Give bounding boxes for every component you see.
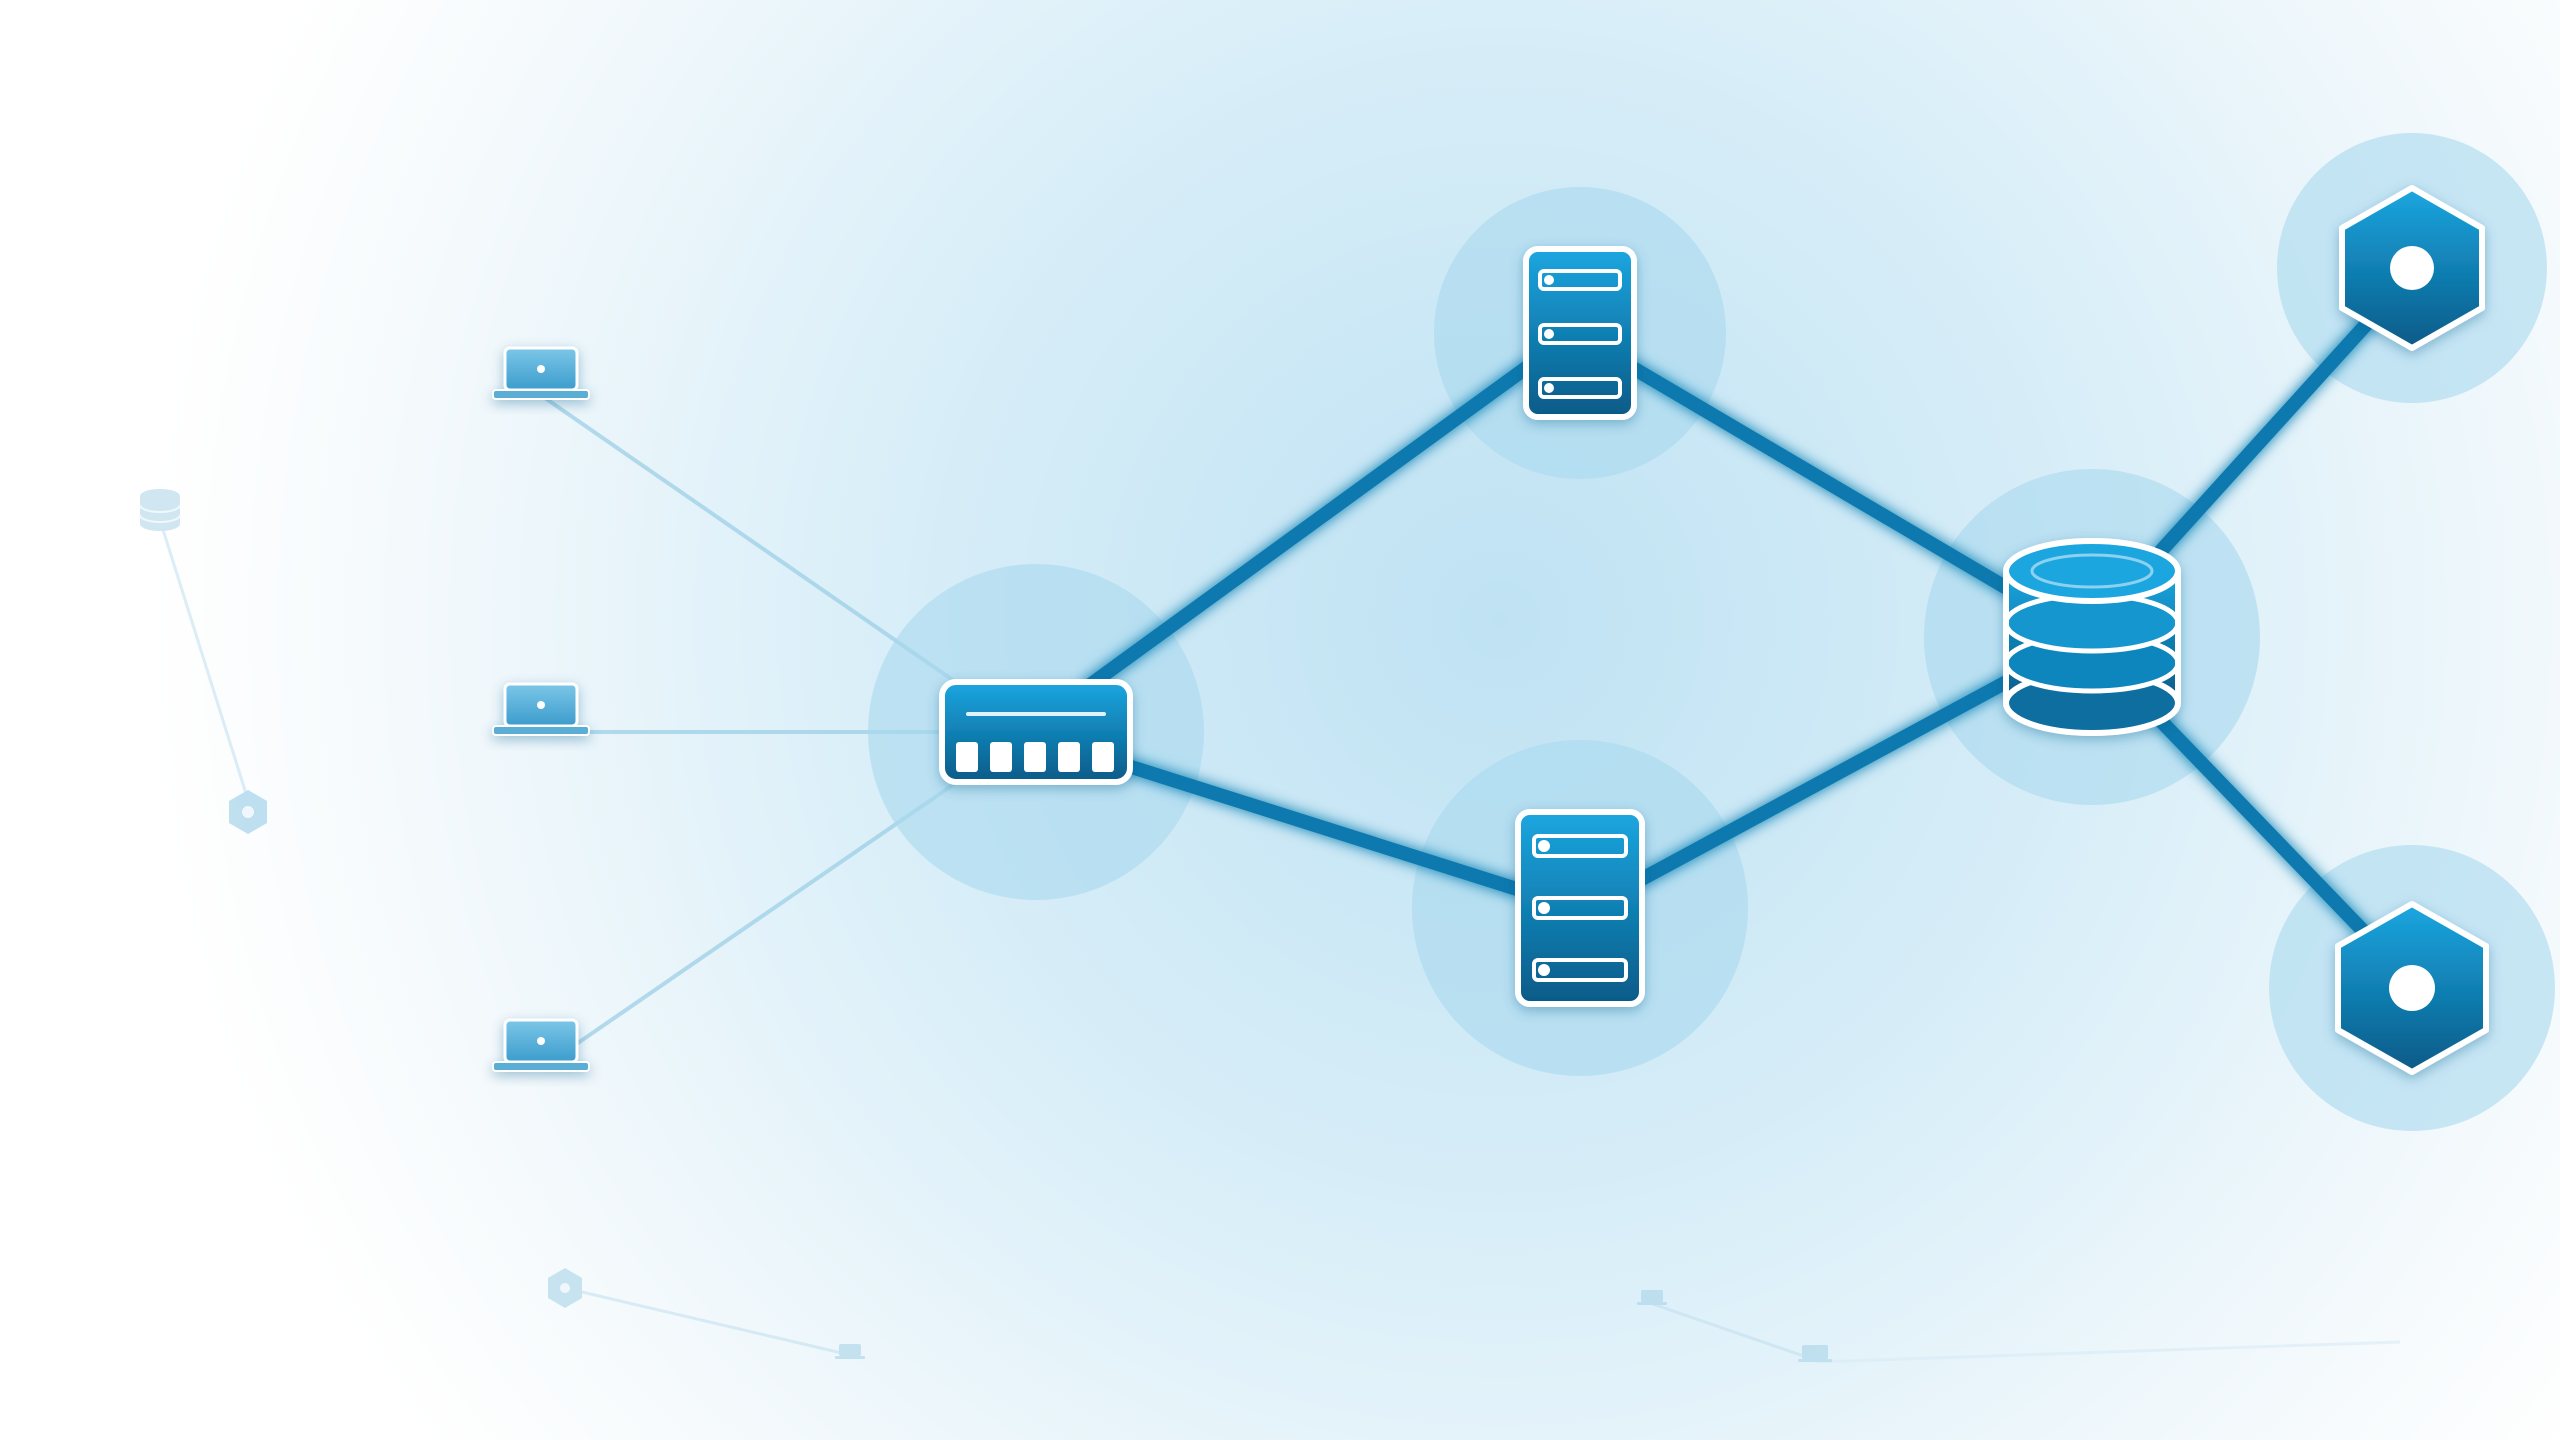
laptop-icon [1637,1290,1667,1305]
laptop-icon [835,1344,865,1359]
laptop-icon [1798,1345,1832,1362]
faint-link [1814,1340,2401,1364]
database-icon [2003,538,2181,736]
laptop-icon [492,682,590,736]
faint-link [158,519,250,801]
hexagon-node-icon [2335,901,2489,1075]
laptop-icon [492,1018,590,1072]
link-server-top-database [1621,358,2017,597]
server-rack-icon [1515,809,1645,1007]
laptop-icon [492,346,590,400]
network-switch-icon [939,679,1133,785]
link-database-hex-bottom [2153,713,2379,947]
link-laptop-top-switch [543,396,962,687]
faint-link [1649,1301,1816,1362]
faint-link [564,1286,851,1357]
link-switch-server-bottom [1118,758,1527,897]
background-decorations [139,489,2401,1364]
link-switch-server-top [1083,358,1537,692]
database-icon [139,489,181,531]
hexagon-node-icon [229,790,267,834]
hexagon-node-icon [2339,185,2485,351]
backbone-links [1083,311,2379,947]
link-database-hex-top [2153,311,2379,559]
server-rack-icon [1523,246,1637,420]
link-server-bottom-database [1633,673,2017,887]
hexagon-node-icon [548,1268,582,1308]
